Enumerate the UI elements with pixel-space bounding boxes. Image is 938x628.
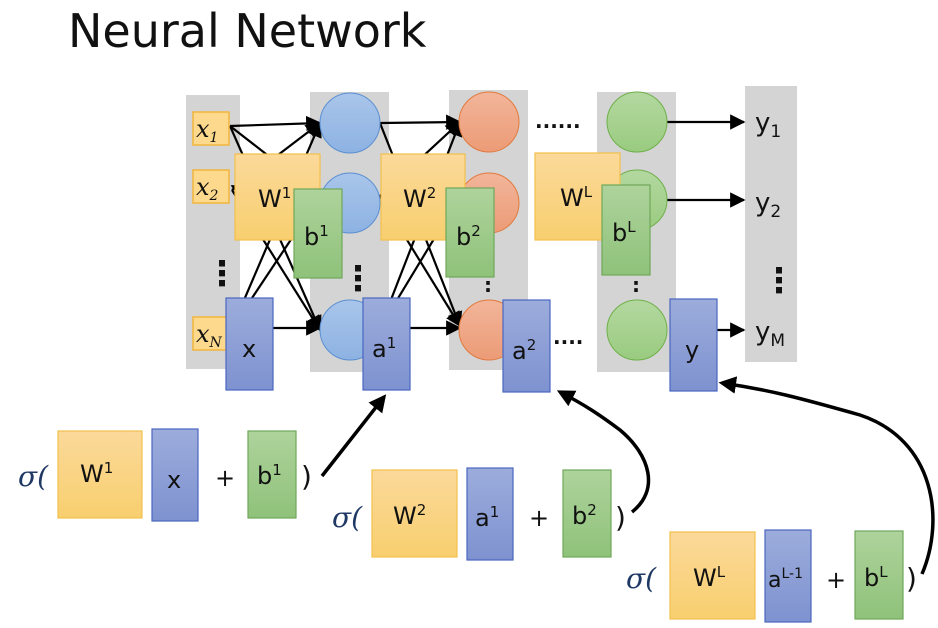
svg-text:σ(: σ( [332, 501, 363, 534]
input-label-n: xN [196, 320, 223, 351]
equation-layer2: σ( W2 a1 + b2 ) [332, 467, 626, 561]
svg-text:b1: b1 [257, 461, 282, 490]
svg-text:+: + [215, 464, 235, 492]
svg-text:W2: W2 [393, 501, 426, 530]
svg-text:WL: WL [693, 563, 726, 592]
svg-text:): ) [301, 460, 312, 493]
svg-text:): ) [615, 501, 626, 534]
output-label-m: yM [755, 317, 785, 351]
svg-text:x: x [167, 466, 181, 494]
svg-text:aL-1: aL-1 [768, 566, 803, 593]
output-label-1: y1 [755, 108, 781, 142]
svg-text:bL: bL [612, 218, 636, 247]
activation-vector-a1: a1 [362, 297, 411, 391]
output-column [745, 86, 797, 362]
input-label-1: x1 [196, 115, 218, 146]
arrow-eq1-to-a1 [320, 394, 387, 478]
output-label-2: y2 [755, 188, 781, 222]
svg-text:x: x [242, 335, 256, 363]
svg-text:): ) [906, 562, 917, 595]
connections-layerL-output [666, 114, 746, 338]
output-nodes: y1 y2 ⋮ yM [755, 108, 796, 351]
equation-arrows [320, 376, 935, 575]
svg-text:WL: WL [560, 183, 593, 212]
arrow-eq2-to-a2 [556, 390, 651, 514]
svg-text:a2: a2 [512, 336, 536, 365]
svg-text:y: y [685, 336, 699, 364]
bias-vector-2: b2 [445, 187, 495, 278]
input-node-1 [192, 111, 230, 146]
input-vector-x: x [225, 297, 274, 391]
bias-vector-L: bL [601, 184, 651, 276]
svg-text:W1: W1 [80, 459, 113, 488]
input-ellipsis: ⋮ [205, 254, 239, 294]
activation-ellipsis: .... [553, 325, 583, 349]
layerL-ellipsis: : [632, 273, 640, 297]
svg-text:a1: a1 [475, 503, 499, 532]
activation-vector-a2: a2 [502, 299, 551, 393]
output-ellipsis: ⋮ [762, 261, 796, 301]
neuron [606, 91, 668, 153]
input-node-2 [192, 169, 230, 204]
input-nodes: x1 x2 ⋮ xN [192, 111, 239, 351]
svg-text:a1: a1 [372, 334, 396, 363]
svg-text:+: + [529, 504, 549, 532]
equation-layerL: σ( WL aL-1 + bL ) [626, 529, 917, 623]
svg-text:W1: W1 [258, 184, 291, 213]
layer2-ellipsis: : [484, 273, 492, 297]
hidden-layers-ellipsis: ...... [535, 109, 581, 133]
input-label-2: x2 [196, 173, 219, 204]
svg-text:W2: W2 [403, 184, 436, 213]
neuron [319, 92, 381, 154]
output-vector-y: y [669, 298, 718, 392]
bias-vector-1: b1 [293, 188, 343, 279]
arrow-eqL-to-y [718, 376, 935, 575]
svg-text:b2: b2 [456, 222, 481, 251]
equation-layer1: σ( W1 x + b1 ) [18, 428, 312, 522]
page-title: Neural Network [68, 4, 427, 58]
svg-text:b2: b2 [572, 501, 597, 530]
svg-text:+: + [826, 566, 846, 594]
svg-text:bL: bL [864, 563, 888, 592]
svg-text:b1: b1 [304, 222, 329, 251]
layer1-ellipsis: ⋮ [341, 259, 375, 299]
svg-text:σ(: σ( [626, 562, 657, 595]
neuron [458, 91, 520, 153]
neuron [606, 299, 668, 361]
sigma-open: σ( [18, 460, 49, 493]
